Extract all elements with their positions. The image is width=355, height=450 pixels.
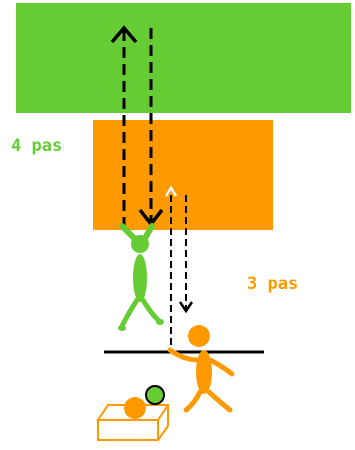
- orange-zone: [93, 120, 273, 230]
- orange-down-arrow: [178, 195, 194, 314]
- green-figure-body: [133, 254, 147, 302]
- bed-box: [96, 385, 170, 441]
- orange-up-arrow: [164, 185, 178, 345]
- orange-figure-body: [196, 350, 212, 394]
- box-orange-ball: [124, 397, 146, 419]
- green-figure-head: [131, 235, 149, 253]
- orange-figure-head: [188, 325, 210, 347]
- green-steps-label: 4 pas: [11, 136, 63, 156]
- green-up-arrow: [110, 25, 138, 228]
- box-green-ball: [145, 385, 165, 405]
- orange-figure: [167, 325, 235, 413]
- orange-steps-label: 3 pas: [247, 274, 299, 294]
- green-figure: [118, 223, 164, 331]
- green-zone: [16, 3, 351, 113]
